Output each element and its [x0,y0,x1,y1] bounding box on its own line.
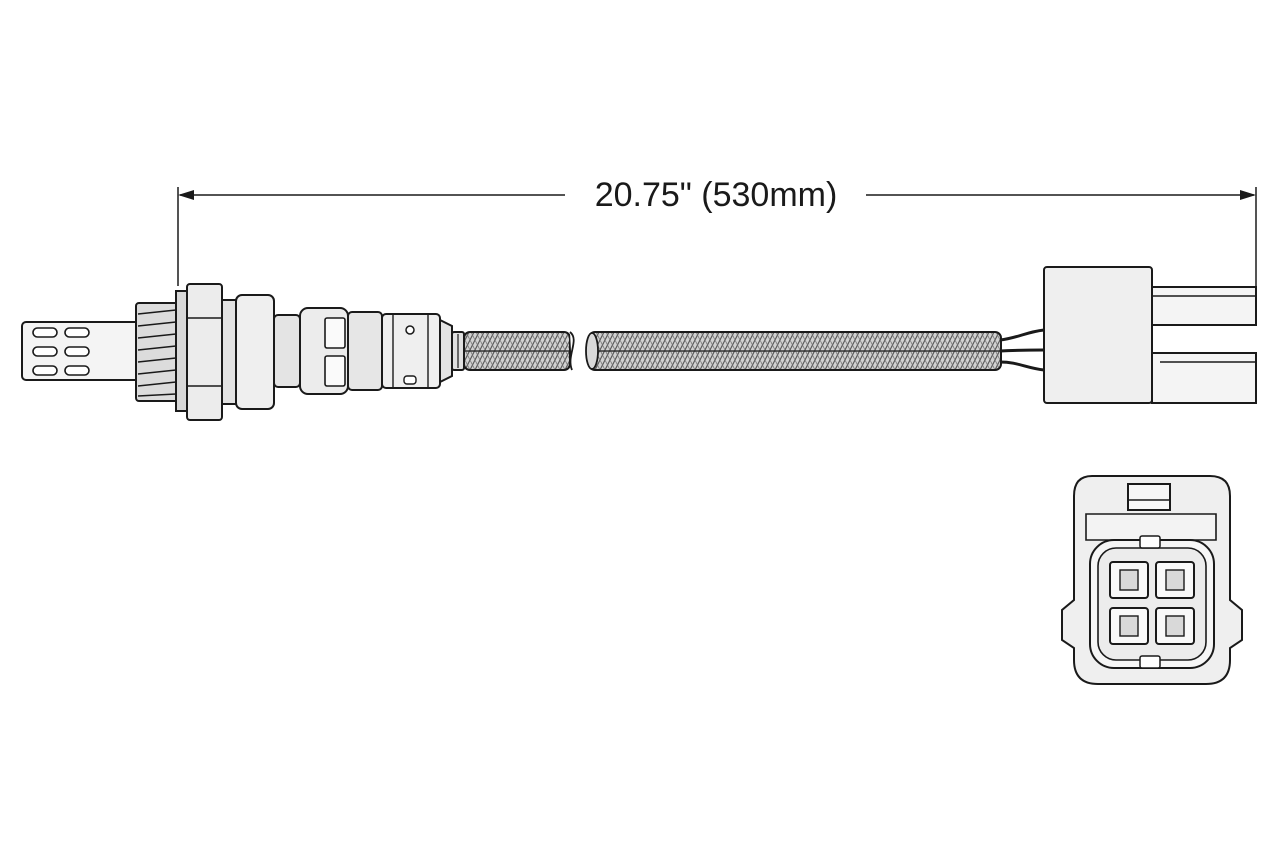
connector-side-view-icon [1043,266,1257,404]
oxygen-sensor-icon [21,283,465,421]
length-dimension [177,187,1257,286]
dimension-arrow-left [178,190,194,200]
braided-cable-icon [463,331,1002,371]
connector-latch [1151,286,1257,326]
face-latch [1127,483,1171,511]
threads [135,302,179,402]
sensor-shell [235,294,275,410]
probe-vents [32,327,90,376]
connector-housing [1043,266,1153,404]
lead-wires [999,328,1045,372]
connector-face-view-icon [1061,475,1243,685]
dimension-arrow-right [1240,190,1256,200]
dimension-label: 20.75" (530mm) [595,176,838,214]
hex-nut [186,283,223,421]
thread-lines [137,309,177,397]
